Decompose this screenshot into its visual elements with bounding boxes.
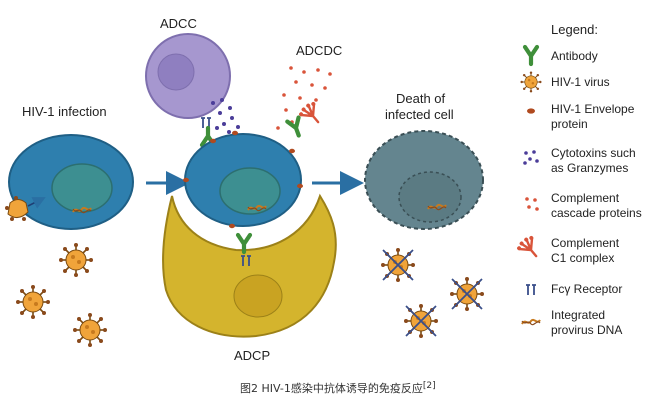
death-label-line2: infected cell [385, 107, 454, 122]
complement-dots-icon [525, 197, 539, 211]
dead-cell [364, 130, 484, 230]
figure-caption: 图2 HIV-1感染中抗体诱导的免疫反应[2] [240, 381, 436, 395]
dead-cell-nucleus [398, 171, 462, 223]
provirus-dna-icon [521, 318, 541, 326]
legend-label: HIV-1 Envelope [551, 102, 635, 116]
legend-label: C1 complex [551, 251, 614, 265]
c1-complex-icon [513, 232, 546, 264]
antibody-icon [525, 47, 537, 64]
infected-cell-nucleus [51, 163, 113, 213]
legend-item-fc-receptor: Fcγ Receptor [525, 282, 622, 296]
fc-receptor-icon [525, 284, 537, 296]
legend-label: Fcγ Receptor [551, 282, 622, 296]
complement-dots-icon [276, 66, 332, 130]
targeted-cell-nucleus [219, 167, 281, 215]
caption-reference: [2] [423, 381, 436, 391]
legend-item-cytotoxins: Cytotoxins such as Granzymes [523, 146, 636, 175]
legend-label: cascade proteins [551, 206, 642, 220]
legend-item-antibody: Antibody [525, 47, 598, 64]
targeted-infected-cell [184, 133, 302, 227]
legend-label: Antibody [551, 49, 598, 63]
legend-item-hiv-virus: HIV-1 virus [519, 70, 610, 94]
adcdc-label: ADCDC [296, 43, 342, 58]
infected-cell [8, 134, 134, 230]
cytotoxin-dots-icon [523, 150, 539, 165]
neutralized-virus-icon [380, 247, 416, 283]
caption-text: 图2 HIV-1感染中抗体诱导的免疫反应 [240, 381, 423, 395]
c1-complex-icon [295, 98, 328, 130]
envelope-protein-icon [183, 130, 303, 229]
hiv-virus-icon [72, 312, 108, 348]
hiv-virus-icon [519, 70, 543, 94]
legend-item-envelope-protein: HIV-1 Envelope protein [527, 102, 635, 131]
legend-label: protein [551, 117, 588, 131]
antibody-icon [287, 117, 304, 137]
nk-cell [145, 33, 231, 119]
legend-label: Complement [551, 191, 620, 205]
hiv-infection-label: HIV-1 infection [22, 104, 107, 119]
envelope-protein-icon [527, 108, 535, 114]
legend-label: provirus DNA [551, 323, 622, 337]
legend-label: Cytotoxins such [551, 146, 636, 160]
macrophage [162, 193, 337, 338]
legend-label: HIV-1 virus [551, 75, 610, 89]
legend-item-provirus-dna: Integrated provirus DNA [521, 308, 622, 337]
adcp-label: ADCP [234, 348, 270, 363]
legend-label: as Granzymes [551, 161, 628, 175]
legend-title: Legend: [551, 22, 598, 37]
fc-receptor-icon [200, 117, 212, 129]
hiv-virus-icon [15, 284, 51, 320]
legend: Legend: Antibody HIV-1 virus HIV-1 Envel… [513, 22, 642, 337]
cytotoxin-dots-icon [211, 98, 240, 134]
neutralized-virus-icon [449, 276, 485, 312]
legend-label: Complement [551, 236, 620, 250]
legend-item-complement-proteins: Complement cascade proteins [525, 191, 642, 220]
hiv-virus-icon [58, 242, 94, 278]
death-label-line1: Death of [396, 91, 446, 106]
adcc-label: ADCC [160, 16, 197, 31]
entering-virus-icon [5, 196, 46, 221]
legend-item-c1-complex: Complement C1 complex [513, 232, 620, 265]
legend-label: Integrated [551, 308, 605, 322]
neutralized-virus-icon [403, 303, 439, 339]
